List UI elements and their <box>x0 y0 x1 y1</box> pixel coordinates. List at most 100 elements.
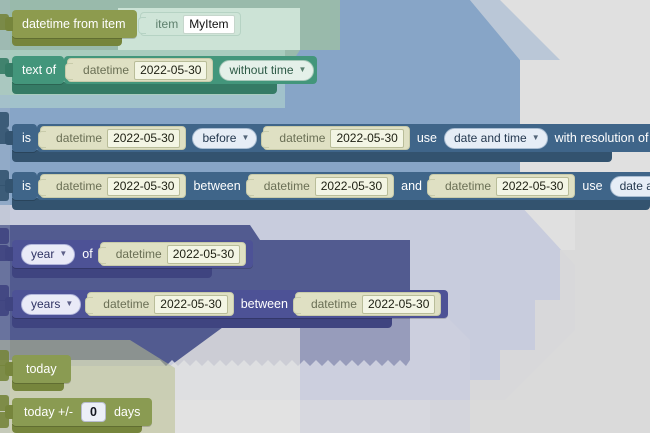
block-underside-5 <box>12 266 212 278</box>
date-field-c[interactable]: 2022-05-30 <box>496 176 570 196</box>
connector-tab-block-5a <box>0 228 9 244</box>
value-input-datetime-a[interactable]: datetime 2022-05-30 <box>85 292 234 316</box>
connector-tab-block-2 <box>0 58 9 74</box>
dropdown-label: date and time <box>453 130 527 145</box>
block-label: today <box>26 362 57 376</box>
block-body-datetime-from-item[interactable]: datetime from item <box>5 10 137 38</box>
connector-tab-block-5b <box>0 245 9 261</box>
chevron-down-icon: ▼ <box>298 65 307 74</box>
dropdown-comparison-operator[interactable]: before ▼ <box>192 127 258 149</box>
block-is-datetime-before[interactable]: is datetime 2022-05-30 before ▼ datetime… <box>5 124 650 152</box>
block-label-prefix: today +/- <box>24 405 73 419</box>
plug-icon <box>427 178 440 196</box>
block-label-between: between <box>240 297 288 311</box>
value-input-label: datetime <box>103 297 150 311</box>
block-body-is-between[interactable]: is <box>5 172 38 200</box>
left-connector-notch-icon <box>5 179 13 193</box>
block-label-is: is <box>22 179 32 193</box>
connector-tab-block-3b <box>0 128 9 144</box>
date-field-a[interactable]: 2022-05-30 <box>107 176 181 196</box>
date-field-a[interactable]: 2022-05-30 <box>154 294 228 314</box>
dropdown-time-format[interactable]: without time ▼ <box>219 59 315 81</box>
dropdown-use-mode[interactable]: date and time ▼ <box>443 127 548 149</box>
date-field-b[interactable]: 2022-05-30 <box>314 176 389 196</box>
value-input-datetime-b[interactable]: datetime 2022-05-30 <box>245 174 395 198</box>
value-input-label: datetime <box>445 179 492 193</box>
block-body-today-offset[interactable]: today +/- 0 days <box>5 398 153 426</box>
block-label-of: of <box>82 247 93 261</box>
value-input-label: datetime <box>115 247 162 261</box>
block-underside-6 <box>12 316 392 328</box>
block-label-between: between <box>193 179 241 193</box>
left-connector-notch-icon <box>5 17 13 31</box>
value-input-label: datetime <box>279 131 326 145</box>
plug-icon <box>245 178 259 196</box>
block-underside-4 <box>12 198 650 210</box>
block-label-suffix: days <box>113 405 141 419</box>
block-body-is-before[interactable]: is <box>5 124 38 152</box>
block-underside-3 <box>12 150 612 162</box>
value-input-label: datetime <box>56 131 103 145</box>
block-body-years-between[interactable]: years ▼ datetime 2022-05-30 between date… <box>5 290 449 318</box>
value-input-datetime-c[interactable]: datetime 2022-05-30 <box>427 174 576 198</box>
dropdown-time-unit[interactable]: years ▼ <box>21 293 82 315</box>
block-label-is: is <box>22 131 32 145</box>
value-input-datetime-a[interactable]: datetime 2022-05-30 <box>38 174 187 198</box>
left-connector-notch-icon <box>5 247 13 261</box>
value-input-datetime[interactable]: datetime 2022-05-30 <box>65 58 214 82</box>
plug-icon <box>38 130 51 148</box>
value-input-datetime[interactable]: datetime 2022-05-30 <box>97 242 247 266</box>
block-body-text-of[interactable]: text of <box>5 56 65 84</box>
item-name-field[interactable]: MyItem <box>183 14 235 34</box>
dropdown-label: before <box>202 130 237 145</box>
block-body-text-of-fields[interactable]: datetime 2022-05-30 without time ▼ <box>64 56 318 84</box>
block-body-year-of[interactable]: year ▼ of datetime 2022-05-30 <box>5 240 254 268</box>
value-input-label: datetime <box>83 63 130 77</box>
block-underside-1 <box>12 36 122 46</box>
dropdown-label: year <box>31 246 55 261</box>
value-input-label: datetime <box>310 297 357 311</box>
left-connector-notch-icon <box>5 405 13 419</box>
plug-icon <box>137 16 151 34</box>
date-field-b[interactable]: 2022-05-30 <box>361 294 436 314</box>
block-label: datetime from item <box>22 17 126 31</box>
block-today-plus-minus-days[interactable]: today +/- 0 days <box>5 398 153 426</box>
plug-icon <box>292 296 306 314</box>
block-is-datetime-between[interactable]: is datetime 2022-05-30 between datetime … <box>5 172 650 200</box>
value-input-item[interactable]: item MyItem <box>137 12 241 36</box>
connector-tab-block-4b <box>0 185 9 201</box>
dropdown-use-mode[interactable]: date and time ▼ <box>609 175 650 197</box>
dropdown-label: years <box>31 296 61 311</box>
block-label-use: use <box>582 179 603 193</box>
block-body-is-between-fields[interactable]: datetime 2022-05-30 between datetime 202… <box>37 172 650 200</box>
block-year-of-datetime[interactable]: year ▼ of datetime 2022-05-30 <box>5 240 254 268</box>
days-offset-field[interactable]: 0 <box>81 402 106 422</box>
connector-tab-block-6b <box>0 300 9 316</box>
block-label-and: and <box>401 179 422 193</box>
value-input-datetime-b[interactable]: datetime 2022-05-30 <box>261 126 410 150</box>
connector-tab-block-6a <box>0 285 9 301</box>
block-label: text of <box>22 63 57 77</box>
date-field-b[interactable]: 2022-05-30 <box>330 128 404 148</box>
dropdown-label: date and time <box>619 178 650 193</box>
block-datetime-from-item[interactable]: datetime from item item MyItem <box>5 10 244 38</box>
chevron-down-icon: ▼ <box>65 299 74 308</box>
block-body-today[interactable]: today <box>5 355 71 383</box>
dropdown-time-unit[interactable]: year ▼ <box>21 243 76 265</box>
plug-icon <box>38 178 51 196</box>
value-input-label: datetime <box>263 179 310 193</box>
connector-tab-block-8a <box>0 395 9 411</box>
block-underside-7 <box>12 380 64 391</box>
block-text-of-datetime[interactable]: text of datetime 2022-05-30 without time… <box>5 56 318 84</box>
block-body-is-before-fields[interactable]: datetime 2022-05-30 before ▼ datetime 20… <box>37 124 650 152</box>
value-input-datetime-a[interactable]: datetime 2022-05-30 <box>38 126 187 150</box>
block-today[interactable]: today <box>5 355 71 383</box>
dropdown-label: without time <box>229 62 294 77</box>
value-input-label: datetime <box>56 179 103 193</box>
date-field-a[interactable]: 2022-05-30 <box>107 128 181 148</box>
plug-icon <box>65 62 78 80</box>
date-field[interactable]: 2022-05-30 <box>166 244 241 264</box>
block-years-between[interactable]: years ▼ datetime 2022-05-30 between date… <box>5 290 449 318</box>
date-field[interactable]: 2022-05-30 <box>134 60 208 80</box>
value-input-datetime-b[interactable]: datetime 2022-05-30 <box>292 292 442 316</box>
